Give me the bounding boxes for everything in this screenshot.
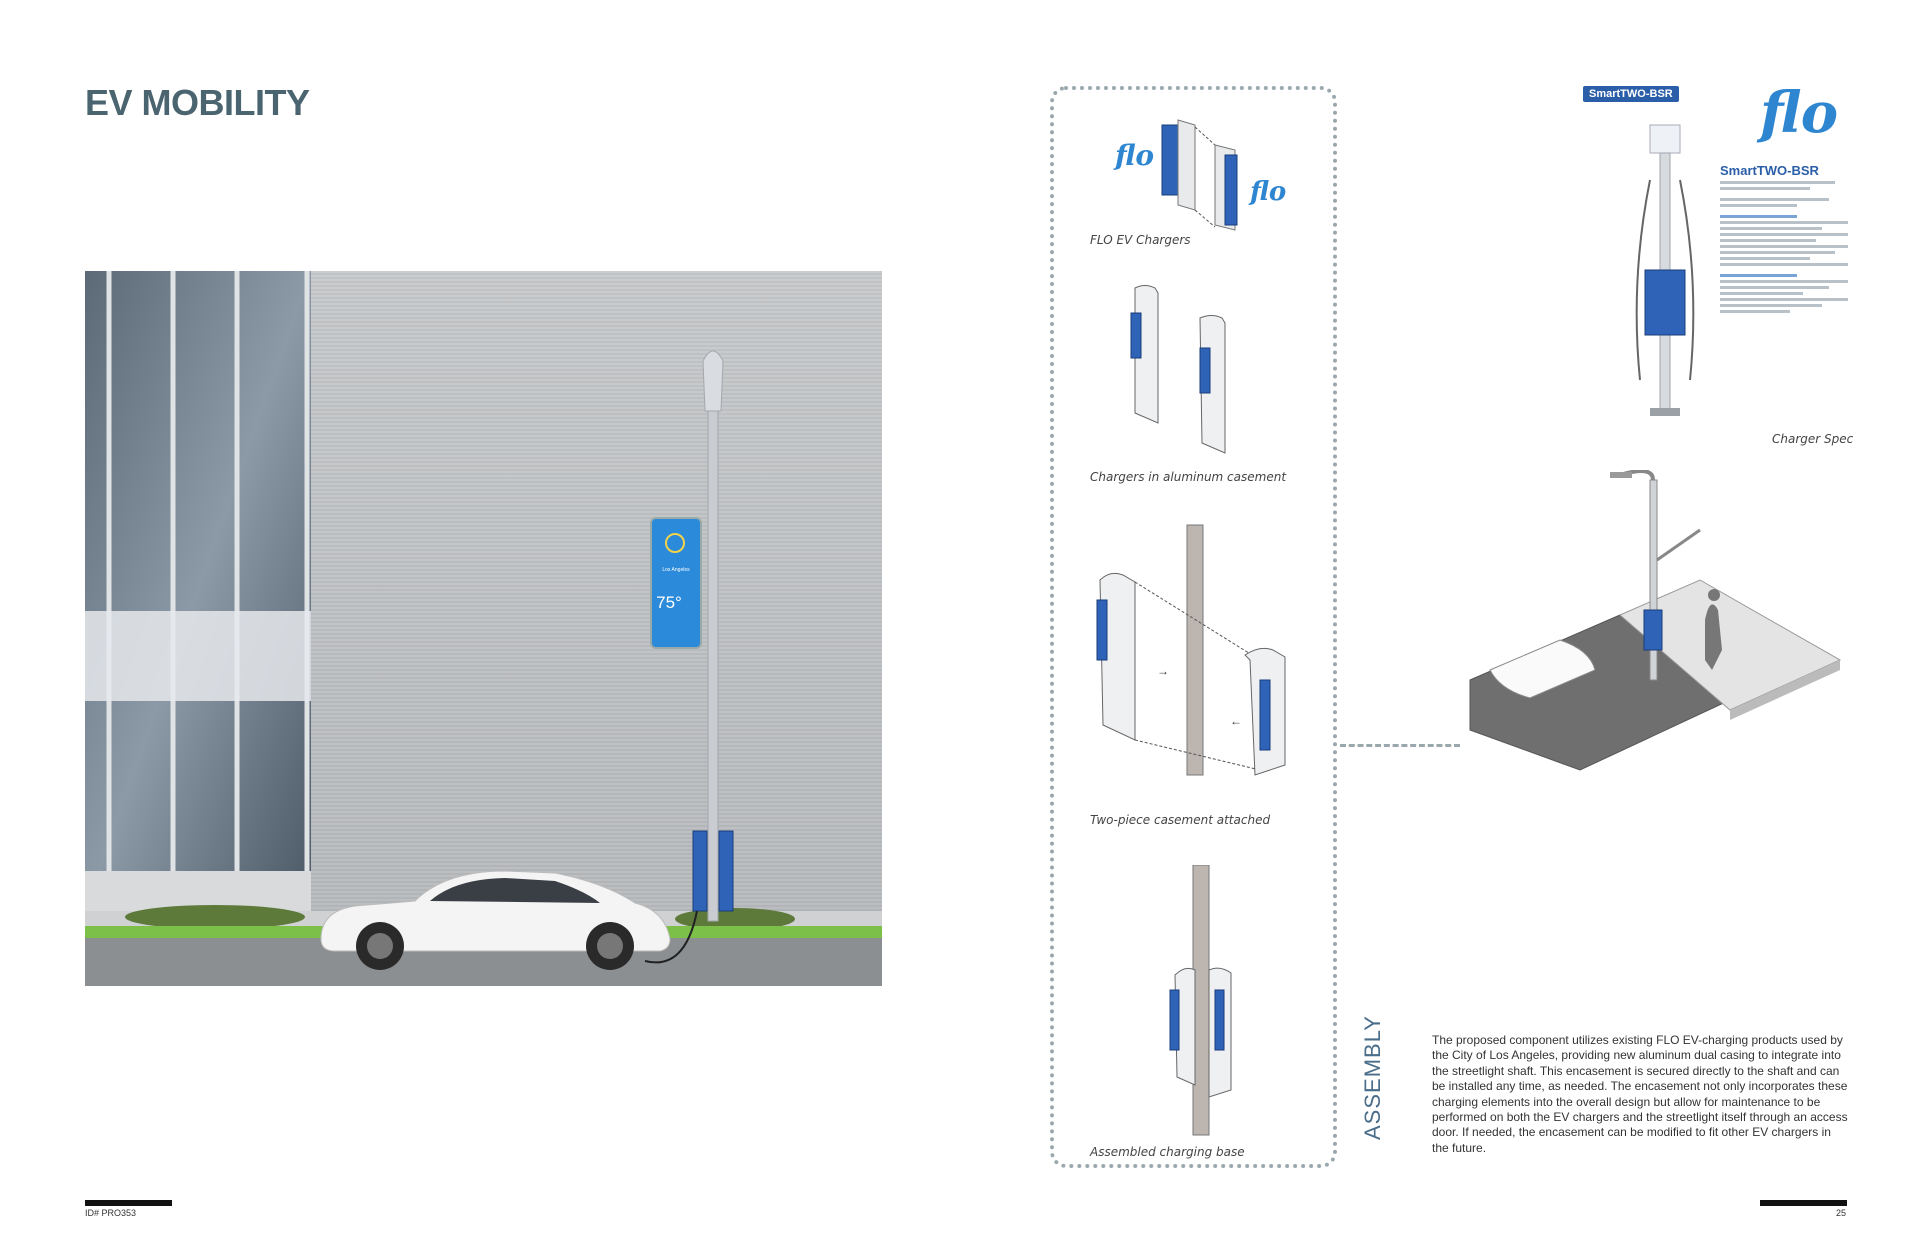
assembly-label: ASSEMBLY <box>1360 1015 1385 1140</box>
caption-flo-chargers: FLO EV Chargers <box>1090 233 1191 247</box>
assembly-panel <box>1050 86 1337 1168</box>
footer-id: ID# PRO353 <box>85 1208 137 1218</box>
display-temperature: 75° <box>656 593 682 612</box>
two-piece-casement-illustration: → ← <box>1096 524 1286 776</box>
svg-text:flo: flo <box>1248 177 1286 207</box>
body-paragraph: The proposed component utilizes existing… <box>1432 1033 1848 1155</box>
spec-text-block <box>1720 178 1848 316</box>
caption-charger-spec: Charger Spec <box>1772 432 1854 446</box>
footer-bar-left <box>85 1200 172 1206</box>
assembled-base-illustration <box>1169 865 1232 1136</box>
footer-bar-right <box>1760 1200 1847 1206</box>
caption-assembled-base: Assembled charging base <box>1090 1145 1245 1159</box>
page-title: EV MOBILITY <box>85 82 310 123</box>
spec-badge: SmartTWO-BSR <box>1583 86 1679 102</box>
connector-line <box>1340 744 1460 747</box>
display-city: Los Angeles <box>662 567 690 573</box>
svg-text:→: → <box>1157 664 1169 678</box>
isometric-streetlight-diagram <box>1469 470 1842 771</box>
chargers-casement-illustration <box>1130 285 1226 454</box>
svg-text:←: ← <box>1230 714 1242 728</box>
flo-logo: flo <box>1760 80 1839 146</box>
flo-chargers-illustration: flo flo <box>1113 119 1286 231</box>
caption-two-piece: Two-piece casement attached <box>1090 813 1271 827</box>
page-number: 25 <box>1836 1208 1847 1218</box>
ev-streetlight-rendering: Los Angeles 75° <box>85 271 882 986</box>
spec-charger-pole <box>1635 124 1695 416</box>
spec-title: SmartTWO-BSR <box>1720 163 1819 178</box>
caption-chargers-casement: Chargers in aluminum casement <box>1090 470 1287 484</box>
svg-text:flo: flo <box>1113 139 1154 172</box>
